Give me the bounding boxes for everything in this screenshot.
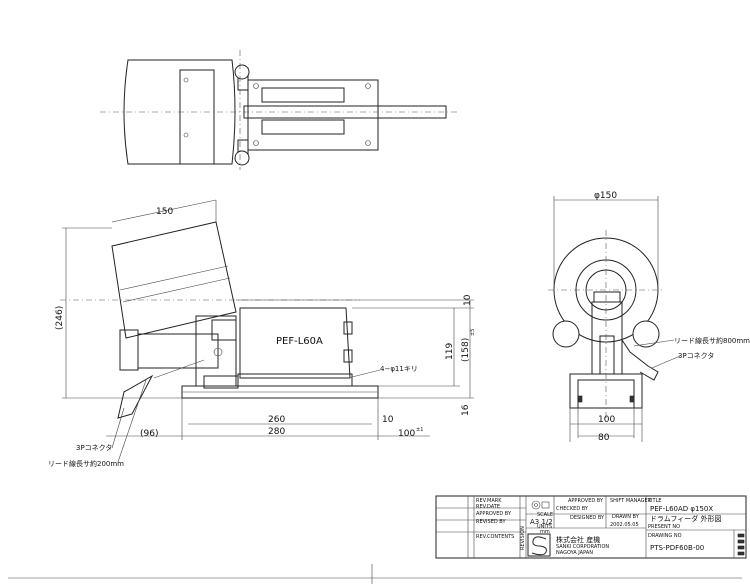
units-value: mm bbox=[540, 529, 550, 535]
title-label: TITLE bbox=[647, 498, 662, 504]
company-jp: 株式会社 産機 bbox=[556, 535, 600, 544]
drawing-no: PTS-PDF60B-00 bbox=[650, 544, 704, 552]
dim-96: (96) bbox=[140, 429, 158, 439]
top-view bbox=[100, 50, 460, 170]
holes-label: 4−φ11キリ bbox=[380, 365, 418, 373]
front-view: PEF-L60A 150 (246) 10 119 (158) ±5 16 4−… bbox=[48, 199, 476, 468]
lead-front-label: リード線長サ約200mm bbox=[48, 459, 124, 468]
rev-date-label: REV.DATE bbox=[476, 504, 500, 510]
dim-158: (158) bbox=[461, 338, 471, 362]
dim-phi150: φ150 bbox=[594, 191, 617, 201]
title-line-1: PEF-L60AD φ150X bbox=[650, 505, 713, 513]
dim-80: 80 bbox=[598, 433, 610, 443]
dim-100-tol: ±1 bbox=[416, 427, 423, 433]
dim-150: 150 bbox=[156, 207, 173, 217]
dim-10-right: 10 bbox=[463, 294, 473, 306]
scale-label: SCALE bbox=[537, 512, 553, 518]
drawn-by-label: DRAWN BY bbox=[612, 514, 640, 520]
lead-side-label: リード線長サ約800mm bbox=[674, 336, 750, 345]
dim-158-tol: ±5 bbox=[470, 329, 476, 336]
sheet-border bbox=[8, 564, 742, 584]
connector-side-label: 3Pコネクタ bbox=[678, 351, 714, 360]
shift-manager-label: SHIFT MANAGER bbox=[610, 498, 652, 504]
dim-16: 16 bbox=[461, 404, 471, 416]
checked-by-label: CHECKED BY bbox=[556, 506, 589, 512]
projection-symbol-icon bbox=[531, 500, 550, 510]
stamp-marks bbox=[737, 533, 745, 556]
designed-by-label: DESIGNED BY bbox=[570, 515, 605, 521]
company-en: SANKI CORPORATION bbox=[556, 544, 609, 550]
dim-100-side: 100 bbox=[598, 415, 615, 425]
dim-246: (246) bbox=[55, 306, 65, 330]
revised-by-label: REVISED BY bbox=[476, 519, 506, 525]
company-logo-icon bbox=[527, 533, 551, 557]
title-line-2: ドラムフィーダ 外形図 bbox=[650, 514, 721, 523]
model-label: PEF-L60A bbox=[276, 336, 323, 347]
revision-label: REVISION bbox=[520, 526, 526, 550]
units-label: UNITS bbox=[537, 524, 552, 530]
approved-by-label: APPROVED BY bbox=[476, 511, 512, 517]
dim-10-bottom: 10 bbox=[382, 415, 394, 425]
company-city: NAGOYA JAPAN bbox=[556, 550, 593, 556]
dim-280: 280 bbox=[268, 427, 285, 437]
title-block: REV.MARK REV.DATE APPROVED BY REVISED BY… bbox=[435, 495, 747, 559]
present-no-label: PRESENT NO bbox=[648, 524, 680, 530]
dim-119: 119 bbox=[445, 343, 455, 360]
scale-value: A3 1/2 bbox=[530, 518, 553, 526]
approved-by-2-label: APPROVED BY bbox=[568, 498, 604, 504]
drawing-no-label: DRAWING NO bbox=[648, 533, 682, 539]
drawn-date: 2002.05.05 bbox=[610, 522, 639, 528]
dim-100: 100 bbox=[398, 429, 415, 439]
side-view: φ150 100 80 リード線長サ約800mm 3Pコネクタ bbox=[548, 191, 750, 443]
connector-front-label: 3Pコネクタ bbox=[76, 443, 112, 452]
rev-contents-label: REV.CONTENTS bbox=[476, 534, 514, 540]
dim-260: 260 bbox=[268, 415, 285, 425]
rev-mark-label: REV.MARK bbox=[476, 498, 502, 504]
